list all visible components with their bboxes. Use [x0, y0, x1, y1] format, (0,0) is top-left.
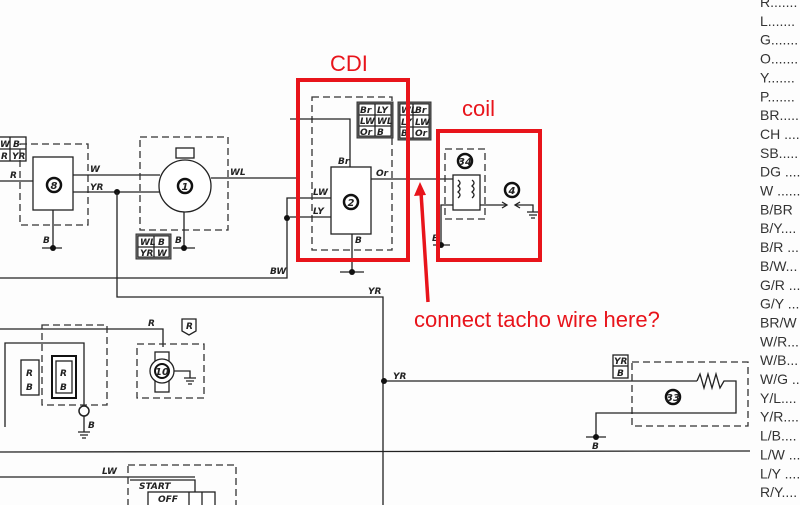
component-number: 8	[51, 181, 58, 192]
cdi-label: CDI	[330, 51, 368, 76]
wire-color-legend: R....... L....... G....... O....... Y.......…	[760, 0, 800, 505]
wire-label: Or	[376, 169, 389, 179]
question-text: connect tacho wire here?	[414, 307, 660, 332]
wire-label: B	[175, 236, 182, 246]
rectifier: R 8 B	[0, 143, 89, 251]
legend-entry: W/R...	[760, 333, 799, 349]
pin: B	[26, 383, 33, 393]
pin: B	[617, 369, 624, 379]
legend-entry: SB.....	[760, 145, 798, 161]
legend-entry: W .......	[760, 183, 800, 199]
component-number: 4	[508, 186, 516, 197]
wire-label: LY	[313, 207, 325, 217]
wire-label: LW	[102, 467, 118, 477]
coil-highlight-box	[436, 129, 542, 262]
legend-entry: Y/L....	[760, 390, 797, 406]
legend-entry: BR/W	[760, 314, 797, 330]
legend-entry: R/Y....	[760, 484, 797, 500]
arrow-head-icon	[414, 182, 426, 196]
wire-label: R	[10, 171, 17, 181]
legend-entry: L.......	[760, 13, 795, 29]
wire-label: BW	[270, 267, 287, 277]
pin: YR	[614, 357, 628, 367]
wire-label: B	[592, 442, 599, 452]
pin: LW	[415, 118, 431, 128]
legend-entry: B/R ...	[760, 239, 799, 255]
wire-label: YR	[393, 372, 407, 382]
pin: LW	[360, 117, 376, 127]
pin: R	[60, 369, 67, 379]
wire-label: W	[90, 165, 101, 175]
legend-entry: O.......	[760, 51, 798, 67]
pin: B	[13, 140, 20, 150]
wire-label: B	[432, 234, 439, 244]
legend-entry: P.......	[760, 88, 795, 104]
pin: B	[377, 128, 384, 138]
component-number: 34	[458, 157, 472, 168]
legend-entry: BR.....	[760, 107, 799, 123]
ignition-coil: 34 B 4	[432, 148, 539, 248]
legend-entry: L/B....	[760, 428, 797, 444]
legend-entry: G/Y ...	[760, 296, 799, 312]
wire-label: Br	[338, 157, 350, 167]
pin: B	[60, 383, 67, 393]
pin: WL	[377, 117, 393, 127]
coil-label: coil	[462, 96, 495, 121]
pin: W	[0, 140, 11, 150]
wire-label: WL	[230, 168, 246, 178]
arrow-line	[419, 191, 430, 303]
pin: WL	[140, 238, 156, 248]
wire-label: B	[43, 236, 50, 246]
pin: B	[158, 238, 165, 248]
legend-entry: L/Y ....	[760, 465, 800, 481]
pin: R	[26, 369, 33, 379]
legend-entry: R.......	[760, 0, 797, 10]
pin: YR	[140, 249, 154, 259]
legend-entry: G.......	[760, 32, 798, 48]
resistor: B 33 YR B	[586, 354, 749, 452]
pin: YR	[12, 152, 26, 162]
legend-entry: B/W...	[760, 258, 797, 274]
lower-left-circuit: R R B R B B 10 R LW START OFF	[0, 318, 751, 505]
wire-label: R	[148, 319, 155, 329]
pin: R	[186, 322, 193, 332]
wire-label: B	[355, 236, 362, 246]
switch-off-label: OFF	[158, 495, 179, 505]
pin: W	[157, 249, 168, 259]
legend-entry: Y/R....	[760, 409, 799, 425]
wire-label: YR	[368, 287, 382, 297]
pin: Or	[415, 129, 428, 139]
legend-entry: Y.......	[760, 69, 795, 85]
connector-top-left: W B R YR	[0, 136, 27, 162]
cdi-unit: Br LW LY 2 B Or Br LY LW WL Or B WL Br L…	[290, 96, 455, 275]
component-number: 2	[348, 198, 355, 209]
component-number: 1	[182, 182, 189, 193]
legend-entry: L/G...	[760, 503, 794, 505]
legend-entry: B/BR	[760, 201, 793, 217]
legend-entry: W/B...	[760, 352, 798, 368]
component-number: 33	[666, 393, 680, 404]
cdi-highlight-box	[296, 78, 410, 262]
annotations: CDI coil connect tacho wire here?	[296, 51, 660, 332]
component-number: 10	[155, 367, 169, 378]
pin: Br	[360, 106, 372, 116]
wire-label: YR	[90, 183, 104, 193]
legend-entry: DG .....	[760, 164, 800, 180]
pin: R	[1, 152, 8, 162]
pin: Br	[415, 106, 427, 116]
legend-entry: G/R ...	[760, 277, 800, 293]
legend-entry: CH .....	[760, 126, 800, 142]
legend-entry: L/W ...	[760, 446, 800, 462]
legend-entry: B/Y....	[760, 220, 796, 236]
legend-entry: W/G ..	[760, 371, 800, 387]
wire-label: B	[88, 421, 95, 431]
pin: B	[401, 129, 408, 139]
switch-start-label: START	[139, 482, 171, 492]
wire-label: LW	[313, 188, 329, 198]
generator: 1 B WL B YR W	[135, 136, 229, 260]
pin: LY	[377, 106, 389, 116]
pin: Or	[360, 128, 373, 138]
